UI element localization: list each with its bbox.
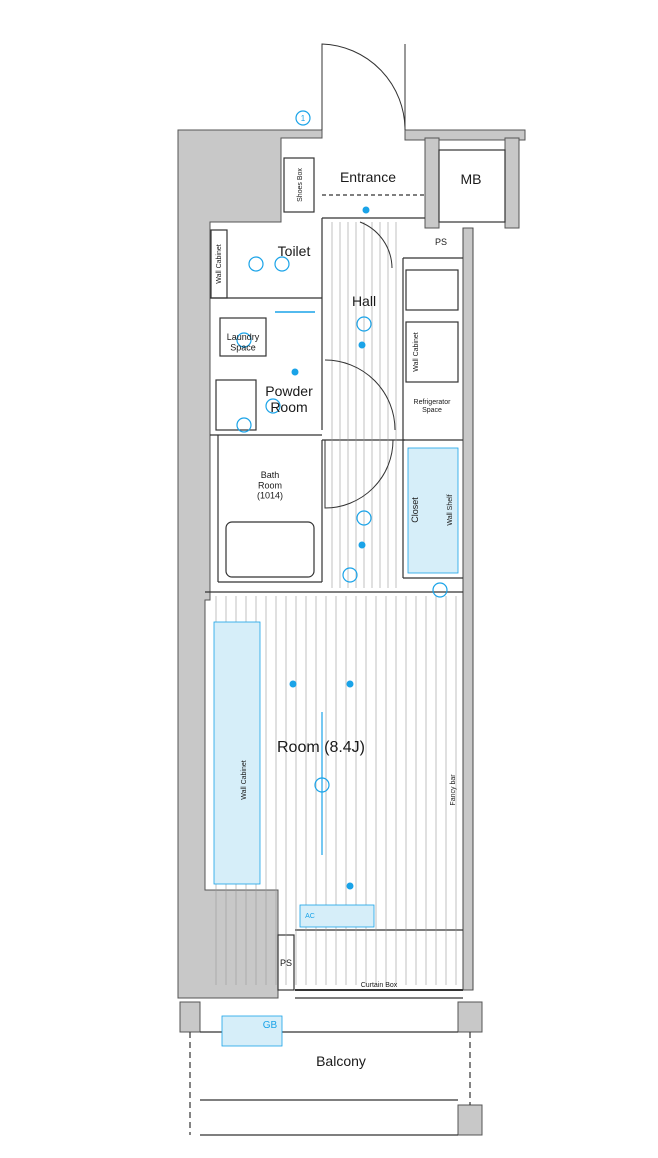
floor-boards bbox=[215, 222, 457, 985]
fixture-label-curtain-box: Curtain Box bbox=[361, 982, 398, 989]
cabinets bbox=[213, 447, 459, 1047]
room-label-closet: Closet bbox=[410, 497, 420, 523]
balcony-right-base bbox=[457, 1104, 483, 1136]
top-wall-right bbox=[404, 129, 526, 141]
kitchen-stove bbox=[405, 269, 459, 311]
closet-wall-shelf bbox=[407, 447, 459, 574]
marker-label: 1 bbox=[301, 114, 306, 123]
gb-box bbox=[221, 1015, 283, 1047]
kitchen-sink bbox=[405, 321, 459, 383]
bathtub bbox=[225, 521, 315, 578]
doors bbox=[321, 43, 406, 509]
electrical bbox=[236, 110, 448, 890]
room-label-hall: Hall bbox=[352, 293, 376, 309]
hall-door bbox=[324, 439, 394, 509]
powder-door bbox=[324, 359, 396, 431]
room-label-entrance: Entrance bbox=[340, 169, 396, 185]
laundry-pan bbox=[219, 317, 267, 357]
structural-walls bbox=[177, 129, 526, 1136]
right-wall bbox=[462, 227, 474, 991]
mb-room bbox=[438, 149, 506, 223]
room-label-mb: MB bbox=[461, 171, 482, 187]
partitions bbox=[189, 149, 506, 1136]
shoes-box-cabinet bbox=[283, 157, 315, 213]
fixture-label-ac: AC bbox=[305, 913, 315, 920]
room-wall-cabinet bbox=[213, 621, 261, 885]
mb-right-wall bbox=[504, 137, 520, 229]
fixture-label-fancy-bar: Fancy bar bbox=[450, 774, 457, 806]
left-wall bbox=[177, 129, 323, 999]
toilet-cabinet bbox=[210, 229, 228, 299]
fixture-label-gb: GB bbox=[263, 1020, 278, 1031]
fixture-label-wall-cabinet-toilet: Wall Cabinet bbox=[216, 244, 223, 283]
entrance-door bbox=[321, 43, 406, 131]
balcony-right-post bbox=[457, 1001, 483, 1033]
room-label-ps-top: PS bbox=[435, 237, 447, 247]
fixture-label-wall-cabinet-kitchen: Wall Cabinet bbox=[413, 332, 420, 371]
toilet-door bbox=[359, 221, 393, 269]
ac-unit bbox=[299, 904, 375, 928]
room-label-toilet: Toilet bbox=[278, 243, 311, 259]
hatched-wall bbox=[462, 228, 474, 990]
vanity bbox=[215, 379, 257, 431]
fixture-label-shoes-box: Shoes Box bbox=[297, 168, 304, 202]
mb-left-wall bbox=[424, 137, 440, 229]
room-label-balcony: Balcony bbox=[316, 1053, 366, 1069]
fixture-label-wall-cabinet-room: Wall Cabinet bbox=[241, 760, 248, 799]
balcony-left-post bbox=[179, 1001, 201, 1033]
fixture-label-wall-shelf: Wall Shelf bbox=[447, 494, 454, 525]
room-label-ps-bottom: PS bbox=[280, 958, 292, 968]
room-label-room: Room (8.4J) bbox=[277, 739, 365, 756]
